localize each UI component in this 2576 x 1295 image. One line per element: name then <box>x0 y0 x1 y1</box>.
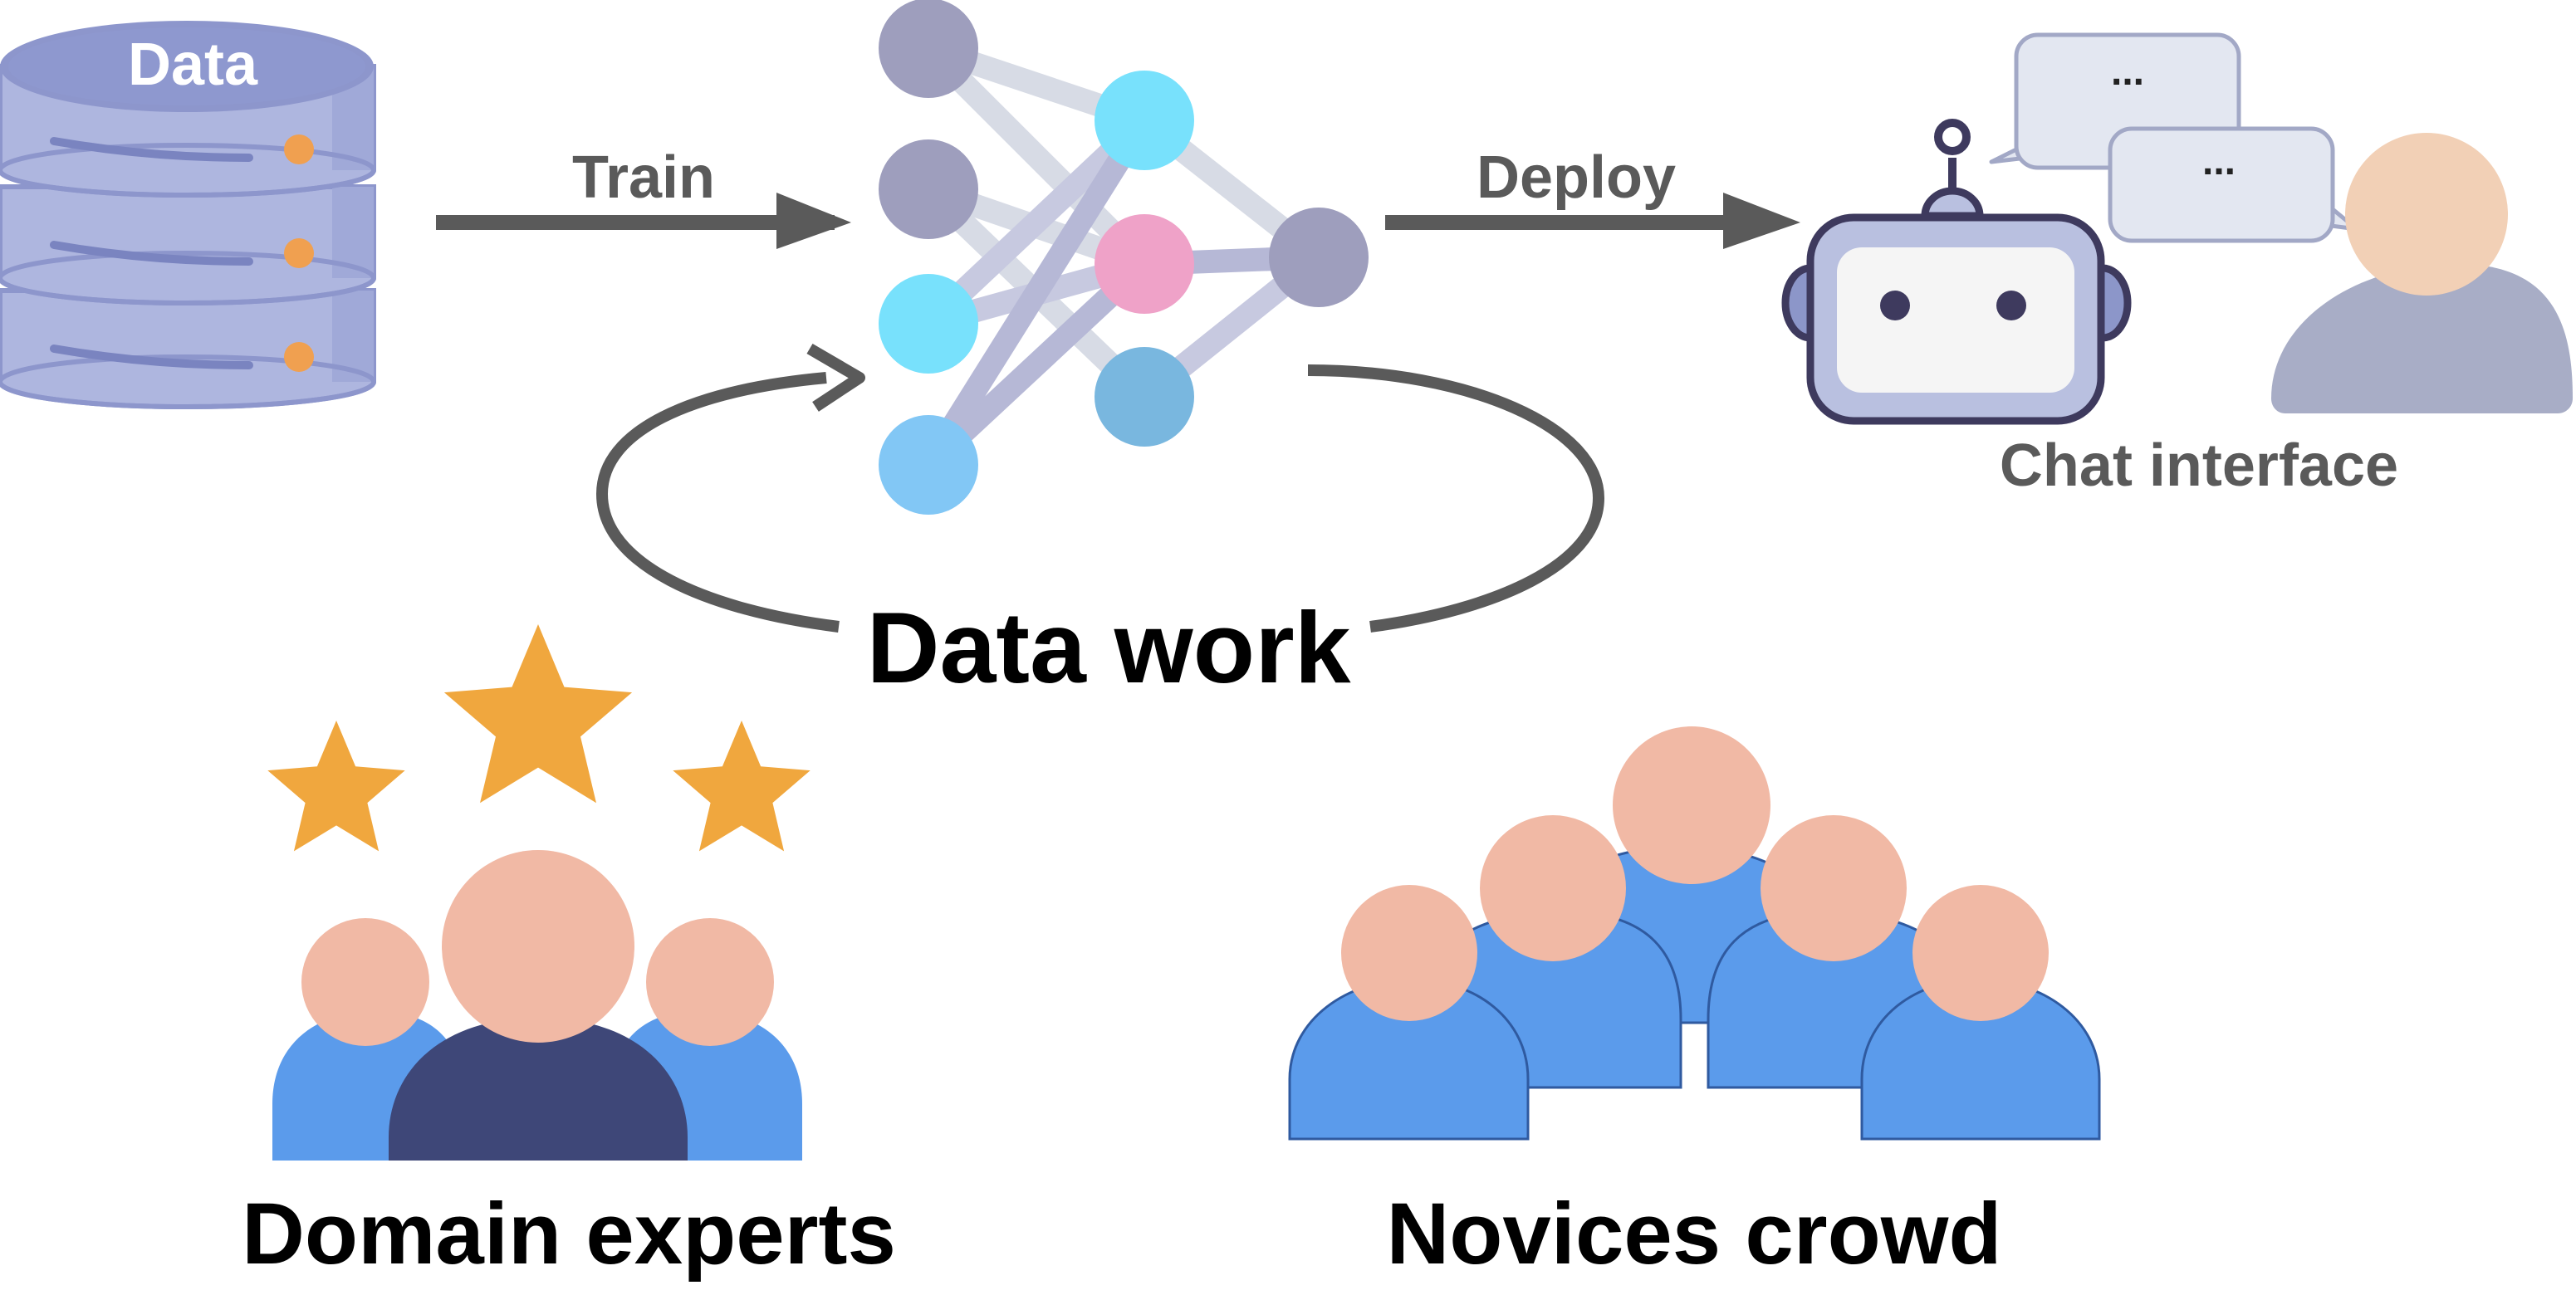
data-work-loop: Data work <box>595 343 1605 704</box>
network-node-hidden-1 <box>1095 71 1194 170</box>
network-node-input-4 <box>879 415 978 515</box>
database-icon: Data <box>0 21 376 409</box>
deploy-arrow: Deploy <box>1385 144 1800 249</box>
train-label: Train <box>572 144 715 211</box>
database-disk-bottom <box>0 288 376 409</box>
network-node-input-2 <box>879 139 978 239</box>
crowd-person-front-left <box>1288 885 1530 1141</box>
chat-interface-label: Chat interface <box>2000 432 2398 499</box>
crowd-person-front-right <box>1860 885 2101 1141</box>
network-node-input-1 <box>879 0 978 98</box>
star-icon-center <box>443 624 633 804</box>
novices-crowd-group: Novices crowd <box>1288 726 2101 1283</box>
star-icon-left <box>267 721 405 852</box>
speech-bubble-top-text: ... <box>2111 50 2144 94</box>
database-disk-middle <box>0 184 376 305</box>
network-node-output <box>1269 208 1369 307</box>
database-label: Data <box>128 32 258 98</box>
domain-experts-label: Domain experts <box>242 1185 896 1283</box>
deploy-label: Deploy <box>1477 144 1676 211</box>
expert-person-center <box>389 850 688 1161</box>
database-disk-top <box>0 21 376 198</box>
network-node-hidden-2 <box>1095 214 1194 314</box>
robot-icon <box>1781 119 2132 425</box>
user-icon <box>2271 133 2573 413</box>
speech-bubble-bottom-icon: ... <box>2108 126 2359 243</box>
network-node-hidden-3 <box>1095 347 1194 447</box>
speech-bubble-bottom-text: ... <box>2202 139 2236 183</box>
star-icon-right <box>673 721 811 852</box>
network-node-input-3 <box>879 274 978 374</box>
train-arrow: Train <box>436 144 851 249</box>
data-work-label: Data work <box>866 591 1350 704</box>
neural-network-icon <box>879 0 1369 515</box>
novices-crowd-label: Novices crowd <box>1386 1185 2001 1283</box>
chat-interface-group: ... ... Chat interface <box>1781 32 2573 499</box>
domain-experts-group: Domain experts <box>242 624 896 1283</box>
